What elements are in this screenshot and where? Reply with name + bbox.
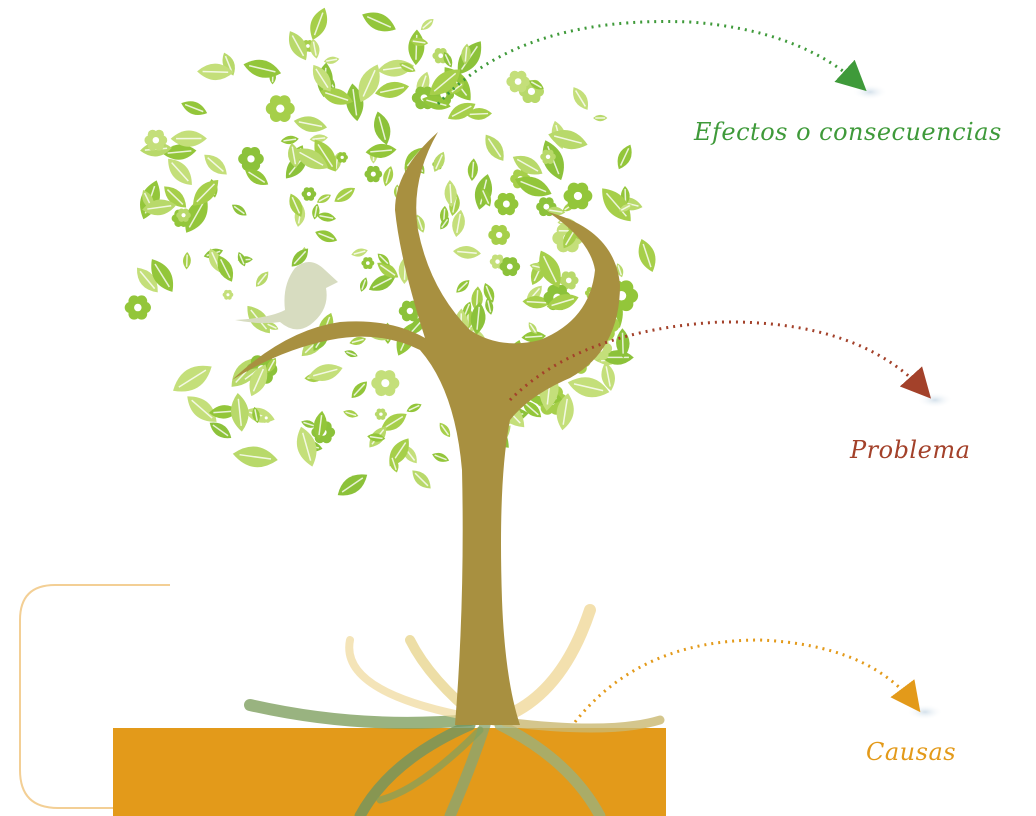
- tree-canopy: [124, 7, 656, 496]
- causes-arrow: [573, 638, 921, 723]
- causes-label: Causas: [866, 738, 957, 766]
- problem-arrow: [508, 320, 932, 402]
- effects-label: Efectos o consecuencias: [694, 118, 1002, 146]
- bird: [235, 261, 338, 330]
- decorative-bracket: [19, 584, 170, 809]
- problem-label: Problema: [850, 436, 971, 464]
- effects-arrow: [436, 20, 867, 106]
